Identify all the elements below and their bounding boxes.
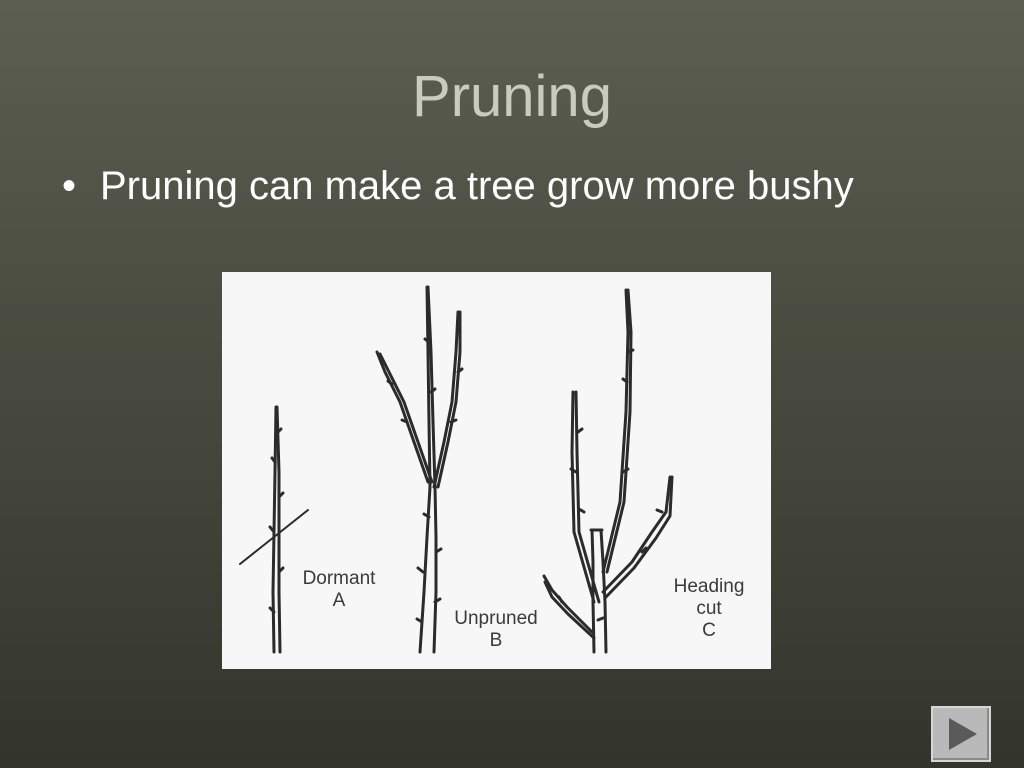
bullet-item: • Pruning can make a tree grow more bushy bbox=[62, 160, 1002, 212]
label-heading-cut-name-2: cut bbox=[696, 598, 722, 619]
label-dormant-name: Dormant bbox=[302, 568, 376, 589]
tree-unpruned bbox=[375, 285, 464, 654]
label-unpruned: Unpruned B bbox=[436, 608, 556, 652]
label-dormant: Dormant A bbox=[284, 568, 394, 612]
label-unpruned-name: Unpruned bbox=[454, 608, 538, 629]
cut-line bbox=[239, 509, 309, 565]
label-unpruned-letter: B bbox=[489, 630, 503, 651]
label-heading-cut: Heading cut C bbox=[654, 576, 764, 642]
label-heading-cut-name-1: Heading bbox=[673, 576, 745, 597]
label-heading-cut-letter: C bbox=[702, 620, 716, 641]
play-triangle-icon bbox=[949, 718, 977, 750]
tree-heading-cut bbox=[542, 288, 674, 654]
pruning-drawing bbox=[239, 285, 674, 654]
pruning-illustration: Dormant A Unpruned B Heading cut C bbox=[222, 272, 771, 669]
bullet-marker: • bbox=[62, 164, 77, 208]
label-dormant-letter: A bbox=[332, 590, 346, 611]
tree-dormant bbox=[268, 405, 285, 654]
slide-title: Pruning bbox=[412, 64, 612, 129]
next-slide-button[interactable] bbox=[931, 706, 991, 762]
bullet-text: Pruning can make a tree grow more bushy bbox=[100, 164, 854, 208]
